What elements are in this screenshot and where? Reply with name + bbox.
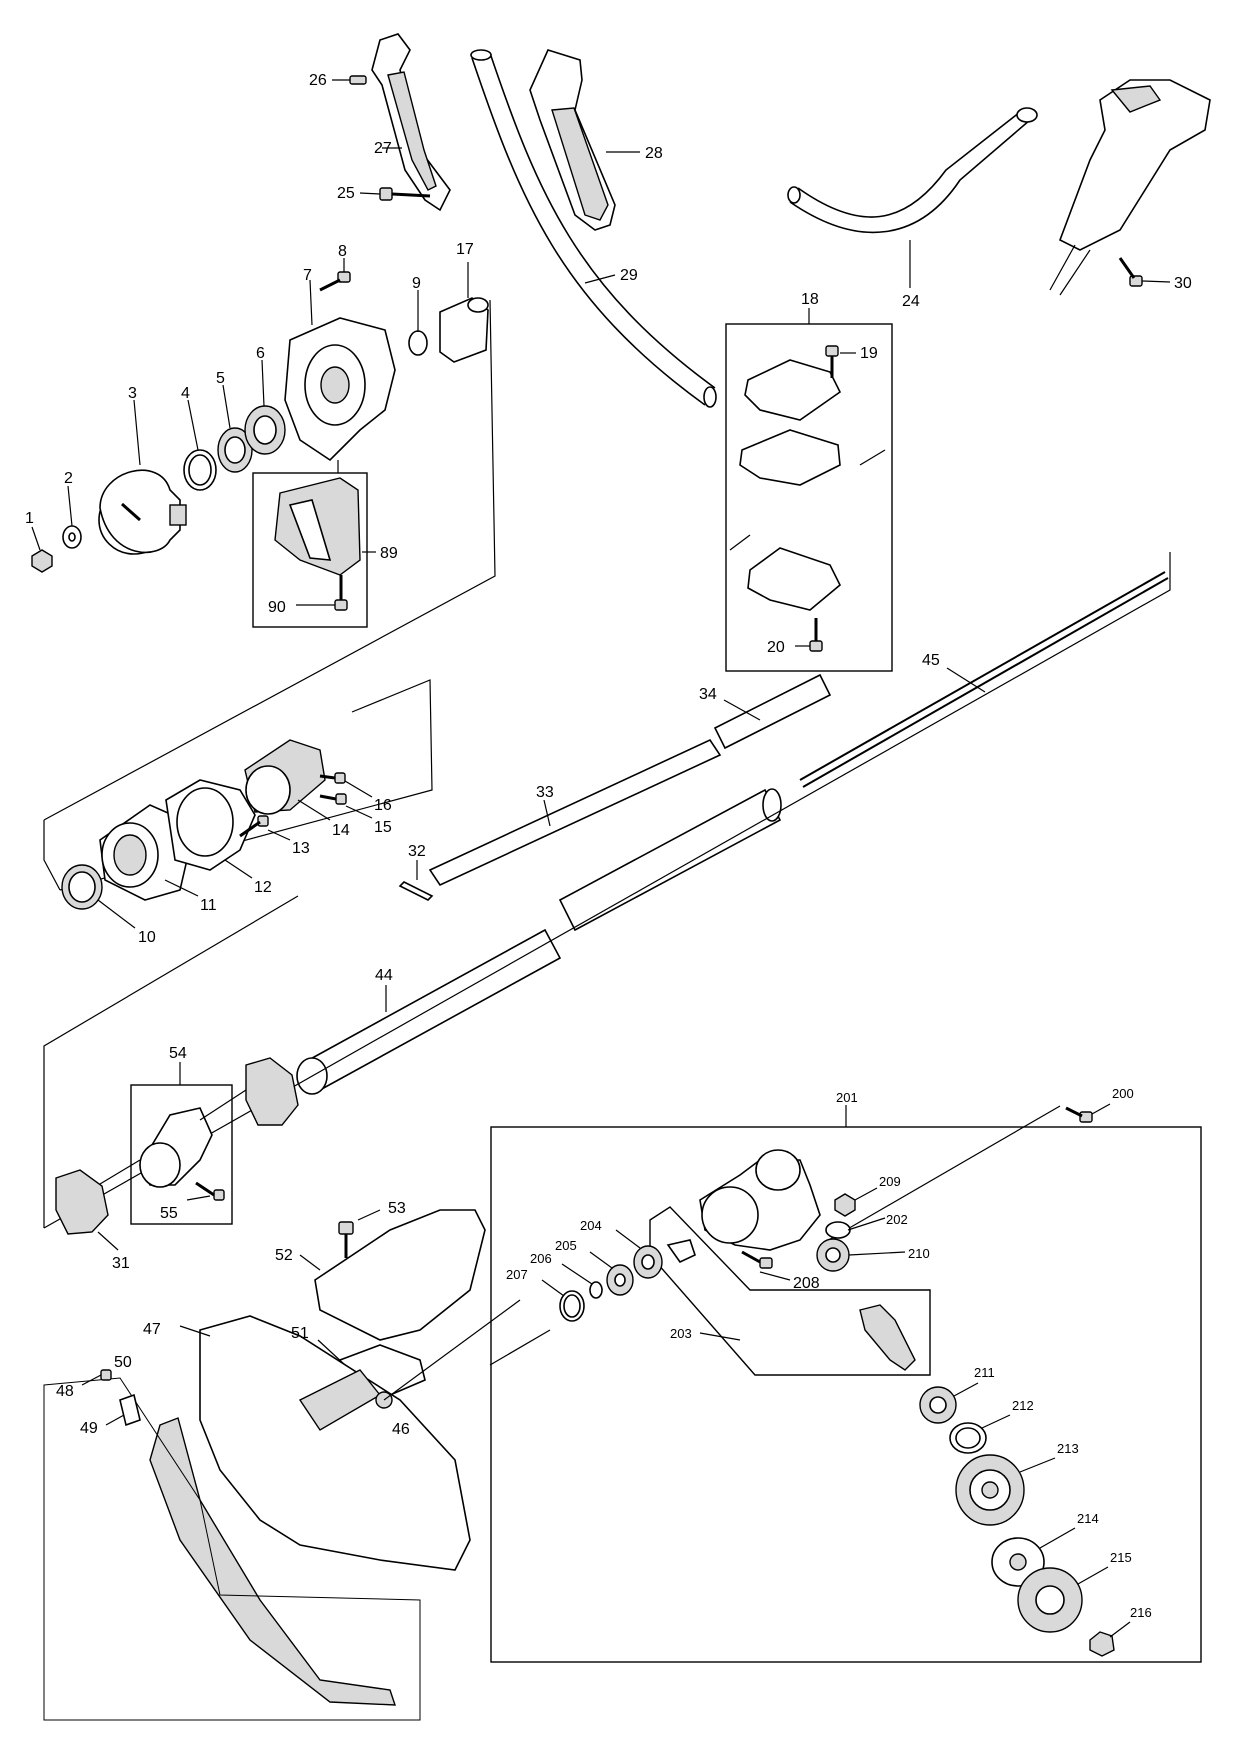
label-206: 206: [530, 1251, 552, 1266]
label-49: 49: [80, 1420, 98, 1437]
label-29: 29: [620, 267, 638, 284]
label-46: 46: [392, 1421, 410, 1438]
label-6: 6: [256, 345, 265, 362]
label-10: 10: [138, 929, 156, 946]
label-20: 20: [767, 639, 785, 656]
label-4: 4: [181, 385, 190, 402]
label-28: 28: [645, 145, 663, 162]
label-55: 55: [160, 1205, 178, 1222]
label-207: 207: [506, 1267, 528, 1282]
label-9: 9: [412, 275, 421, 292]
label-216: 216: [1130, 1605, 1152, 1620]
label-45: 45: [922, 652, 940, 669]
label-11: 11: [200, 897, 217, 914]
label-44: 44: [375, 967, 393, 984]
front-handle-assembly: [332, 33, 1211, 408]
label-31: 31: [112, 1255, 130, 1272]
shaft-tube-assembly: [43, 552, 1171, 1229]
label-50: 50: [114, 1354, 132, 1371]
clutch-housing-assembly: [31, 258, 496, 821]
knob-clamp-assembly: [55, 1057, 299, 1251]
label-212: 212: [1012, 1398, 1034, 1413]
label-18: 18: [801, 291, 819, 308]
label-47: 47: [143, 1321, 161, 1338]
label-209: 209: [879, 1174, 901, 1189]
label-17: 17: [456, 241, 474, 258]
label-33: 33: [536, 784, 554, 801]
label-8: 8: [338, 243, 347, 260]
label-48: 48: [56, 1383, 74, 1400]
label-15: 15: [374, 819, 392, 836]
label-211: 211: [974, 1365, 995, 1380]
label-32: 32: [408, 843, 426, 860]
label-24: 24: [902, 293, 920, 310]
label-51: 51: [291, 1325, 309, 1342]
label-34: 34: [699, 686, 717, 703]
label-7: 7: [303, 267, 312, 284]
label-3: 3: [128, 385, 137, 402]
label-16: 16: [374, 797, 392, 814]
label-12: 12: [254, 879, 272, 896]
label-13: 13: [292, 840, 310, 857]
label-208: 208: [793, 1275, 820, 1292]
label-214: 214: [1077, 1511, 1099, 1526]
label-27: 27: [374, 140, 392, 157]
label-200: 200: [1112, 1086, 1134, 1101]
label-1: 1: [25, 510, 34, 527]
label-202: 202: [886, 1212, 908, 1227]
label-90: 90: [268, 599, 286, 616]
label-26: 26: [309, 72, 327, 89]
label-30: 30: [1174, 275, 1192, 292]
gear-head-assembly: [489, 1103, 1202, 1663]
label-25: 25: [337, 185, 355, 202]
label-201: 201: [836, 1090, 858, 1105]
label-205: 205: [555, 1238, 577, 1253]
label-54: 54: [169, 1045, 187, 1062]
label-89: 89: [380, 545, 398, 562]
label-19: 19: [860, 345, 878, 362]
label-215: 215: [1110, 1550, 1132, 1565]
blade-guard-assembly: [43, 1209, 521, 1721]
label-5: 5: [216, 370, 225, 387]
label-52: 52: [275, 1247, 293, 1264]
label-213: 213: [1057, 1441, 1079, 1456]
handle-clamp-assembly: [725, 308, 893, 672]
shaft-coupler-assembly: [43, 679, 433, 929]
part-number-labels: 1 2 3 4 5 6 7 8 9 10 11 12 13 14 15 16 1…: [25, 72, 1192, 1620]
label-210: 210: [908, 1246, 930, 1261]
label-14: 14: [332, 822, 350, 839]
label-2: 2: [64, 470, 73, 487]
label-203: 203: [670, 1326, 692, 1341]
label-204: 204: [580, 1218, 602, 1233]
label-53: 53: [388, 1200, 406, 1217]
